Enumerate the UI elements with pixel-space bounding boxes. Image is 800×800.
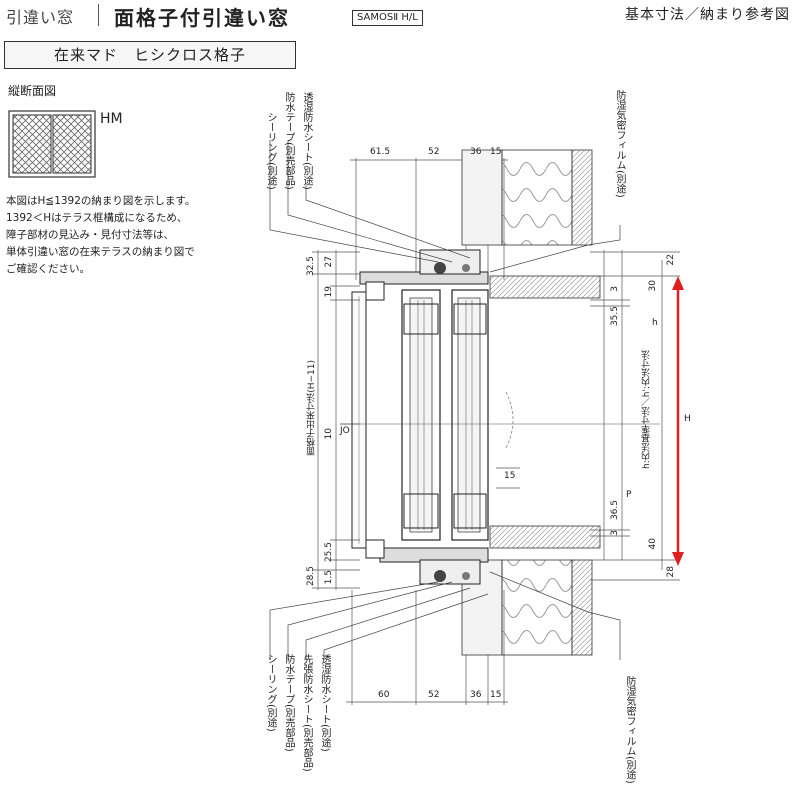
dim-right-5: 3 [610,530,620,536]
vapor-film-bottom-label: 防湿気密フィルム(別途) [624,676,635,784]
top-leaders [269,140,621,273]
dim-bottom-3: 15 [490,690,502,700]
dim-top-2: 36 [470,147,482,157]
bottom-leaders [269,571,621,660]
dim-right-3: 35.5 [610,306,620,327]
dim-right-7: 28 [666,566,676,578]
category-label: 引違い窓 [6,8,75,27]
dim-top-0: 61.5 [370,147,391,157]
left-dim-lines [312,250,360,590]
section-view-heading: 縦断面図 [8,84,57,98]
dim-right-8: 15 [504,471,516,481]
dim-right-4: 36.5 [610,500,620,521]
dim-left-6: 10 [324,428,334,440]
dim-top-3: 15 [490,147,502,157]
note-text: 本図はH≦1392の納まり図を示します。 1392＜Hはテラス框構成になるため、… [6,195,196,275]
dim-left-2: 19 [324,286,334,298]
breathable-sheet-bottom-label: 透湿防水シート(別途) [319,654,330,752]
P-label: P [626,490,632,500]
dim-right-6: 40 [648,538,658,550]
h-label: h [652,318,658,328]
dim-left-3: 28.5 [306,566,316,587]
dim-right-0: 22 [666,254,676,266]
dim-right-2: 3 [610,286,620,292]
JO-label: JO [340,426,350,436]
waterproof-tape-bottom-label: 防水テープ(別売部品) [283,654,294,752]
sealing-top-label: シーリング(別途) [265,112,276,190]
dim-top-1: 52 [428,147,440,157]
height-arrow-head-top [672,276,684,290]
dim-left-5: 1.5 [324,570,334,585]
window-thumbnail [8,110,96,178]
grille-dim-label: 面格子出来寸法(H−11) [307,360,317,456]
height-arrow-head-bottom [672,552,684,566]
waterproof-tape-top-label: 防水テープ(別売部品) [283,92,294,190]
vapor-film-top-label: 防湿気密フィルム(別途) [614,90,625,198]
dim-left-1: 27 [324,256,334,268]
section-label: 在来マド ヒシクロス格子 [4,41,296,69]
header-divider [98,4,99,26]
sill-sheet-bottom-label: 先張防水シート(別売部品) [301,654,312,772]
reference-label: 基本寸法／納まり参考図 [625,7,790,23]
dim-left-0: 32.5 [306,256,316,277]
dim-bottom-0: 60 [378,690,390,700]
right-dim-lines [496,250,680,581]
breathable-sheet-top-label: 透湿防水シート(別途) [301,92,312,190]
series-badge: SAMOSⅡ H/L [352,10,423,26]
model-label: HM [100,111,123,127]
H-label: H [684,414,691,424]
dim-bottom-1: 52 [428,690,440,700]
page-title: 面格子付引違い窓 [114,6,290,30]
sealing-bottom-label: シーリング(別途) [265,654,276,732]
dim-left-4: 25.5 [324,542,334,563]
dim-right-1: 30 [648,280,658,292]
inner-ref-dim-label: h:内法基準寸法／h':内法寸法 [642,350,652,469]
dim-bottom-2: 36 [470,690,482,700]
